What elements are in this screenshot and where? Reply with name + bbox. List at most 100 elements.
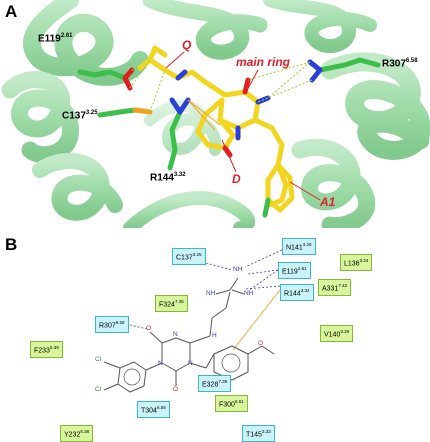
helix-right-bottom [291, 138, 376, 228]
ligand-label-a1: A1 [320, 195, 336, 209]
atom-h-linker: H [212, 332, 217, 339]
residue-label-e119: E1192.61 [38, 33, 73, 45]
helix-bottom-center [123, 191, 256, 228]
bond-c-o-top [149, 331, 163, 344]
bond-n-aryl [145, 362, 163, 371]
hbond-e119-q [131, 67, 141, 71]
bond-guanidine-1 [229, 277, 239, 291]
bond-linker-3 [209, 317, 213, 337]
pointer-q [165, 51, 185, 69]
atom-n-ring-top: N [173, 331, 178, 338]
c137-sulfur [132, 107, 153, 115]
cation-pi-lines [187, 99, 221, 131]
ligand-sticks [137, 45, 295, 218]
residue-box-a331: A3317.42 [318, 279, 352, 297]
panel-b-render [103, 249, 283, 393]
residue-box-c137: C1373.25 [172, 248, 206, 266]
cation-pi-1 [187, 99, 216, 131]
residue-box-f324: F3247.35 [155, 295, 188, 313]
residue-box-e119: E1192.61 [278, 262, 311, 280]
residue-box-r307: R3076.58 [95, 316, 129, 334]
residue-box-v140: V1403.29 [320, 325, 354, 343]
bond-cl-1 [103, 361, 121, 369]
residue-label-c137: C1373.25 [62, 110, 98, 122]
residue-box-t145: T1453.33 [242, 425, 275, 442]
atom-cl-1: Cl [95, 356, 102, 363]
helix-right [320, 52, 430, 160]
residue-box-t304: T3046.55 [137, 401, 170, 419]
methoxyphenyl-aromatic [221, 353, 241, 373]
bond-guanidine-3 [231, 289, 245, 295]
ligand-q-guanidine [137, 45, 168, 71]
residue-box-f300: F3006.51 [215, 395, 248, 413]
atom-o-bottom: O [173, 386, 179, 393]
ligand-label-q: Q [182, 38, 192, 52]
helix-center-right [263, 0, 377, 53]
ligand-label-d: D [232, 172, 241, 186]
hbond-r307-ring [267, 61, 311, 99]
methoxyphenyl-ring [213, 345, 249, 381]
residue-box-r144: R1443.32 [280, 284, 314, 302]
ligand-a1-ring [265, 162, 295, 213]
residue-label-r307: R3076.58 [382, 58, 418, 70]
bond-linker-1 [225, 291, 231, 309]
r144-nitrogen [169, 97, 191, 115]
label-pointers [165, 51, 321, 201]
r307-stick [317, 57, 381, 73]
hbond-e119-q-2 [129, 59, 151, 89]
residue-sticks [77, 57, 381, 171]
ligand-label-main-ring: main ring [236, 55, 291, 69]
pointer-main-ring [245, 69, 259, 93]
panel-b-2d-interaction-map: B NH NH NH H N N N O O O Cl Cl C1373.25 … [0, 228, 430, 442]
helix-left-mid [1, 71, 79, 164]
pointer-a1 [289, 181, 321, 201]
interaction-dashes [129, 59, 313, 113]
bond-benzyl [189, 362, 207, 369]
cation-pi-r144-ring [232, 289, 281, 351]
residue-box-l136: L1363.24 [340, 254, 373, 272]
e119-oxygen [122, 67, 135, 91]
atom-o-top: O [146, 325, 152, 332]
residue-box-e328: E3287.39 [198, 375, 232, 393]
contact-r144-ring [244, 285, 281, 290]
bond-cl-2 [103, 383, 119, 391]
hbond-r307-ring-3 [247, 61, 311, 81]
contact-n141-nh [244, 249, 283, 268]
triazinone-ring [161, 337, 191, 372]
residue-label-r144: R1443.32 [150, 172, 186, 184]
atom-nh-right: NH [244, 290, 254, 297]
pointer-d [221, 139, 237, 173]
cation-pi-2 [187, 99, 221, 126]
hbond-c137-q [149, 69, 166, 113]
bond-linker-4 [189, 335, 211, 344]
atom-n-ring-left: N [158, 360, 163, 367]
panel-a-3d-binding-pose: A E1192.61 C1373.25 R1443.32 R3076.58 Q … [0, 0, 430, 228]
helix-left-bottom [32, 153, 123, 221]
r307-nitrogen [307, 59, 323, 83]
atom-n-ring-right: N [188, 360, 193, 367]
atom-nh-top: NH [233, 266, 243, 273]
helix-center-top [142, 0, 268, 60]
ligand-2d-skeleton [103, 277, 275, 393]
panel-b-letter: B [5, 235, 18, 254]
dichlorophenyl-ring [117, 361, 147, 393]
atom-nh-left: NH [206, 290, 216, 297]
bond-guanidine-2 [215, 289, 231, 295]
panel-a-render [1, 0, 430, 228]
c137-stick [97, 107, 138, 118]
ligand-chlorine [262, 197, 271, 218]
bond-benzyl-2 [205, 353, 215, 369]
atom-cl-2: Cl [95, 386, 102, 393]
dichlorophenyl-aromatic [123, 368, 141, 386]
ligand-d-ring [195, 97, 236, 151]
residue-box-f233: F2335.39 [30, 341, 63, 359]
contact-e119-nh [247, 269, 279, 275]
residue-box-y232: Y2325.38 [60, 425, 94, 442]
e119-stick [77, 69, 128, 81]
hbond-r307-ring-2 [257, 79, 313, 103]
r144-stick [167, 109, 183, 171]
bond-linker-2 [211, 307, 227, 319]
bond-methoxy-ch3 [261, 345, 275, 355]
atom-o-methoxy: O [258, 340, 264, 347]
residue-box-n141: N1413.29 [282, 238, 316, 256]
